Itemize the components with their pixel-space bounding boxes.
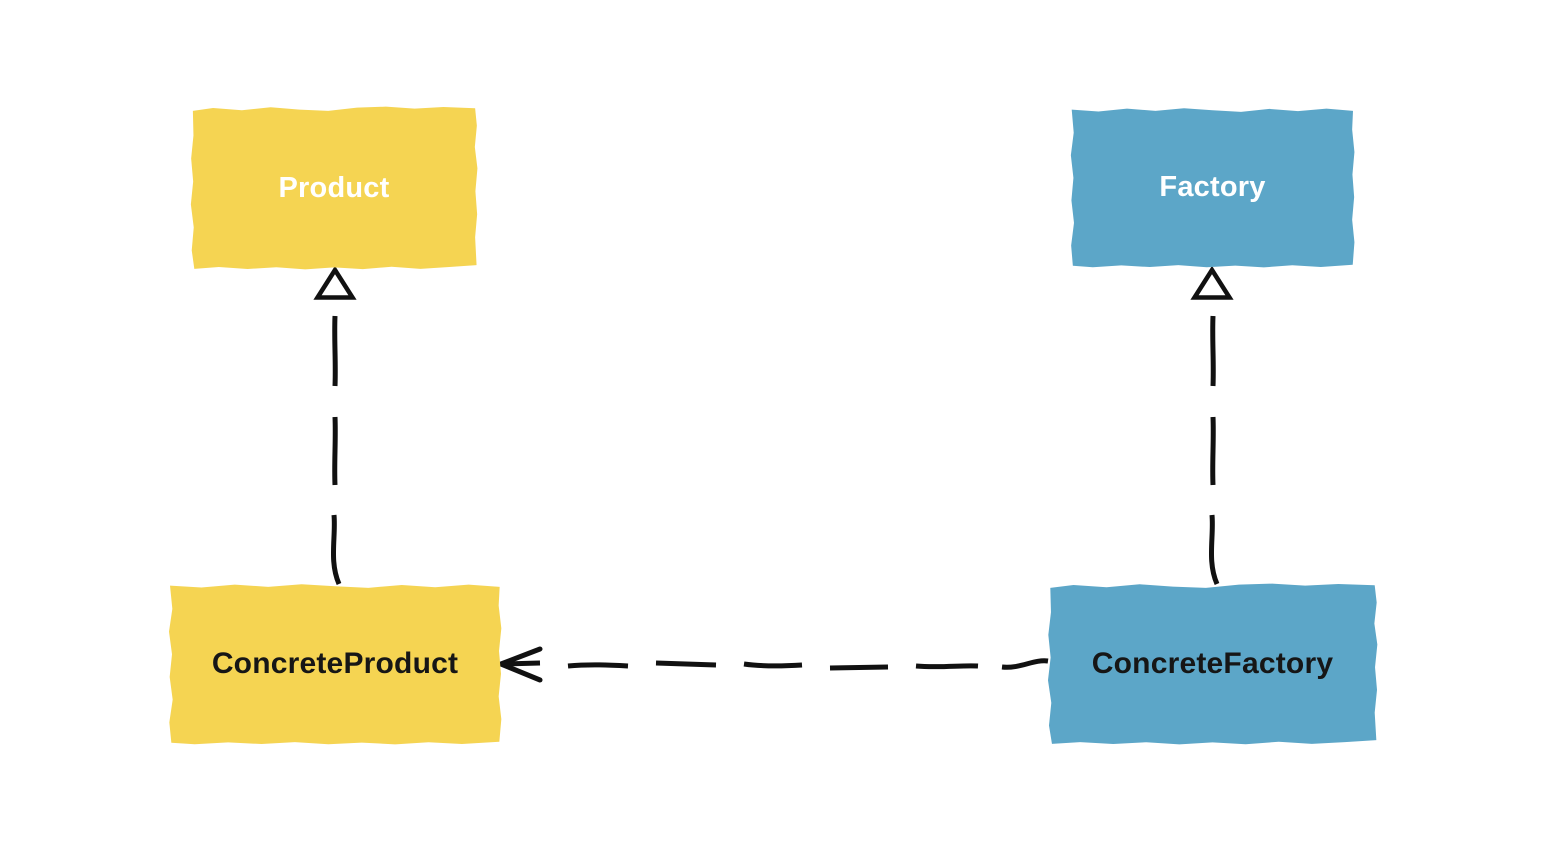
- dashed-line-segment: [1001, 658, 1049, 670]
- dashed-line-segment: [1210, 416, 1216, 486]
- edge-concretefactory-to-concreteproduct: [498, 646, 1049, 683]
- class-label: ConcreteFactory: [1091, 647, 1334, 680]
- class-label: Product: [278, 171, 390, 204]
- dashed-line-segment: [332, 416, 338, 486]
- edge-concreteproduct-to-product: [313, 265, 357, 585]
- dashed-line-segment: [915, 663, 979, 670]
- class-label: Factory: [1159, 171, 1266, 203]
- dashed-line-segment: [655, 660, 717, 668]
- dashed-line-segment: [1208, 514, 1220, 585]
- hollow-triangle-arrowhead: [313, 265, 357, 300]
- dashed-line-segment: [1210, 315, 1216, 387]
- class-box-factory: Factory: [1070, 108, 1355, 268]
- class-box-product: Product: [190, 106, 478, 270]
- dashed-line-segment: [330, 514, 342, 585]
- dashed-line-segment: [501, 660, 541, 667]
- hollow-triangle-arrowhead: [1190, 265, 1234, 300]
- edge-concretefactory-to-factory: [1190, 265, 1234, 585]
- dashed-line-segment: [829, 664, 889, 671]
- class-label: ConcreteProduct: [211, 647, 459, 680]
- dashed-line-segment: [743, 661, 803, 669]
- open-arrowhead: [498, 646, 543, 683]
- class-box-concrete-product: ConcreteProduct: [169, 584, 502, 745]
- class-box-concrete-factory: ConcreteFactory: [1047, 583, 1378, 745]
- dashed-line-segment: [332, 315, 338, 387]
- dashed-line-segment: [567, 662, 629, 669]
